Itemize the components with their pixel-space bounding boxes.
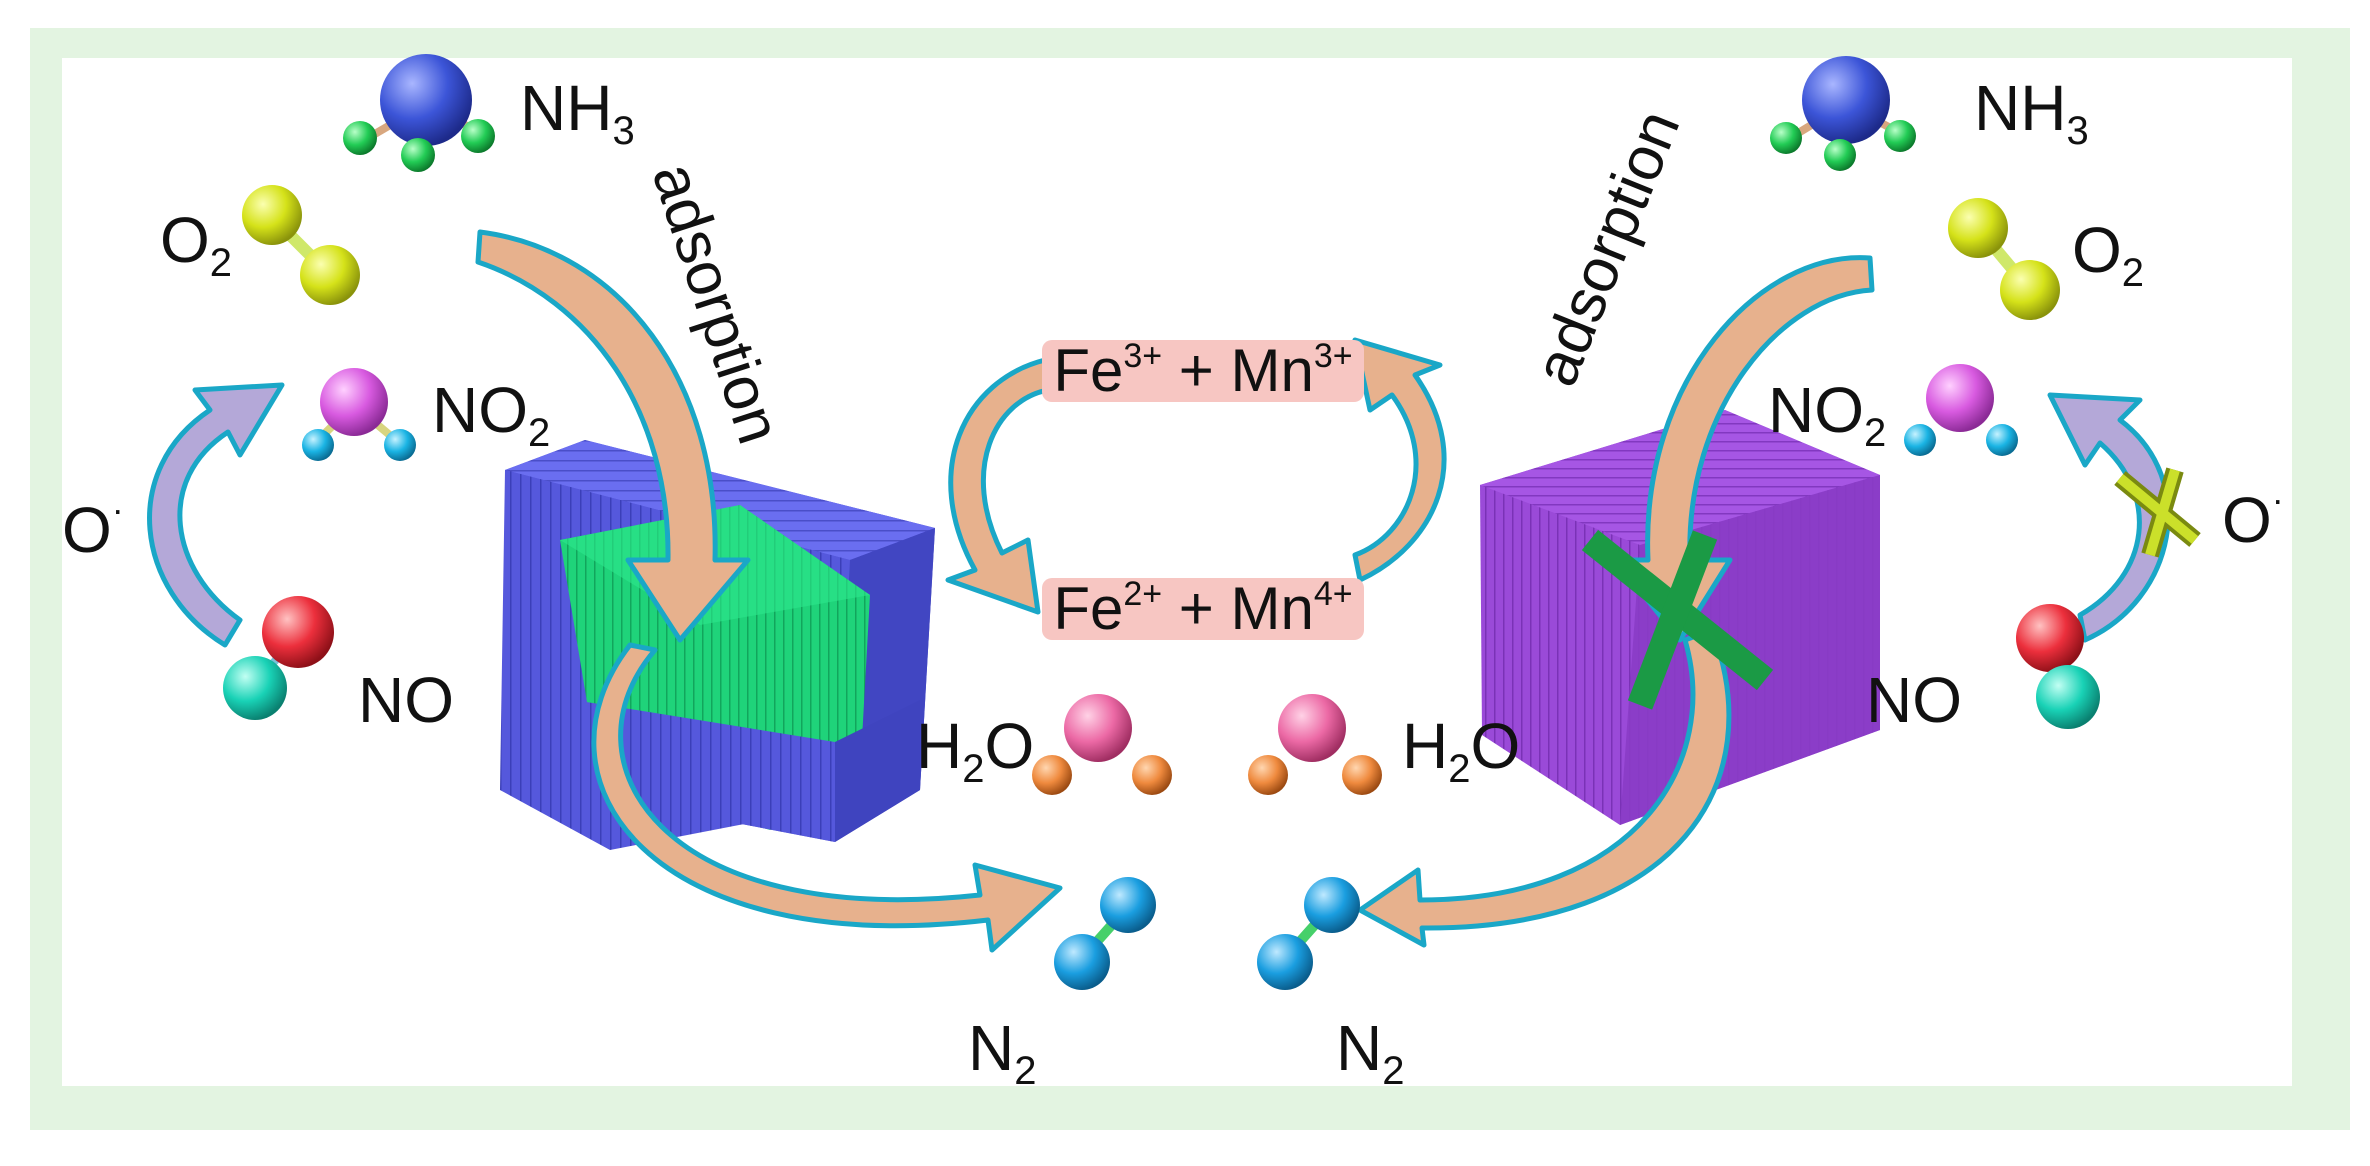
left-h2o-label: H2O	[916, 710, 1034, 791]
left-nh3-label: NH3	[520, 72, 635, 153]
right-no-molecule	[2016, 604, 2100, 729]
left-adsorption-arrow	[475, 229, 751, 643]
center-right-arc	[1352, 337, 1447, 583]
right-release-arrow	[1357, 627, 1732, 948]
left-oxygen-radical-label: O·	[62, 489, 124, 566]
right-oxidation-block-cross	[2114, 467, 2201, 558]
left-n2-label: N2	[968, 1012, 1036, 1093]
ion-bottom-text: Fe2+ + Mn4+	[1053, 575, 1352, 642]
right-n2-label: N2	[1336, 1012, 1404, 1093]
right-h2o-molecule	[1248, 694, 1382, 795]
left-no2-label: NO2	[432, 374, 550, 455]
ion-box-bottom: Fe2+ + Mn4+	[1042, 575, 1364, 642]
arrows	[147, 229, 2171, 953]
left-n2-molecule	[1054, 877, 1156, 990]
center-upper-arc	[945, 357, 1051, 615]
left-no2-molecule	[302, 368, 416, 461]
right-nh3-molecule	[1770, 56, 1916, 171]
diagram-panel	[62, 58, 2292, 1086]
right-n2-molecule	[1257, 877, 1360, 990]
left-o2-molecule	[242, 185, 360, 305]
right-h2o-label: H2O	[1402, 710, 1520, 791]
ion-box-top-bg	[1042, 340, 1364, 402]
right-o2-molecule	[1948, 198, 2060, 320]
right-no2-molecule	[1904, 364, 2018, 456]
left-oxidation-arrow	[147, 382, 285, 648]
right-oxidation-arrow	[2047, 392, 2171, 643]
right-o2-label: O2	[2072, 214, 2144, 295]
right-no2-label: NO2	[1768, 374, 1886, 455]
right-oxygen-radical-label: O·	[2222, 479, 2284, 556]
ion-top-text: Fe3+ + Mn3+	[1053, 337, 1352, 404]
right-no-label: NO	[1866, 664, 1962, 736]
right-cube-block-cross	[1581, 529, 1774, 710]
ion-box-bottom-bg	[1042, 578, 1364, 640]
left-no-molecule	[223, 596, 334, 720]
left-h2o-molecule	[1032, 694, 1172, 795]
left-nh3-molecule	[343, 54, 495, 172]
ion-box-top: Fe3+ + Mn3+	[1042, 337, 1364, 404]
left-release-arrow	[591, 642, 1063, 953]
left-o2-label: O2	[160, 204, 232, 285]
right-nh3-label: NH3	[1974, 72, 2089, 153]
left-no-label: NO	[358, 664, 454, 736]
